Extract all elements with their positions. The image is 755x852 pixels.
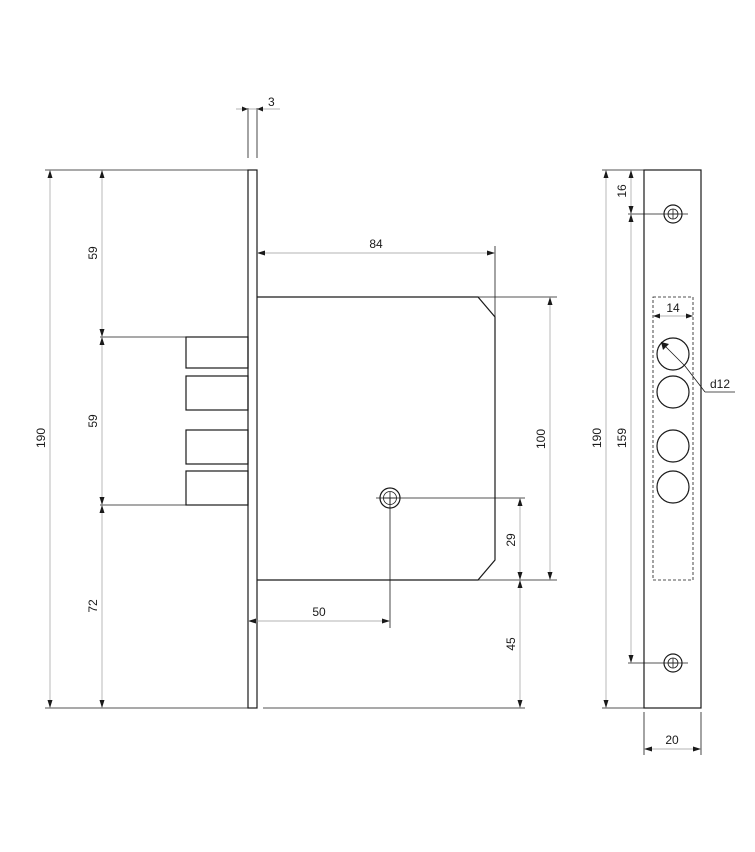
arrow (99, 337, 105, 345)
bolt-hole-4 (656, 470, 690, 504)
dim-20-label: 20 (665, 733, 679, 747)
dim-d12-label: d12 (710, 377, 730, 391)
arrow (628, 214, 634, 222)
arrow (47, 170, 53, 178)
arrow (628, 655, 634, 663)
arrow (99, 497, 105, 505)
arrow (99, 505, 105, 513)
faceplate-front (643, 169, 702, 709)
bolt-hole-2 (656, 375, 690, 409)
arrow (99, 170, 105, 178)
arrow (487, 250, 495, 256)
lock-case (257, 296, 496, 581)
arrow (99, 329, 105, 337)
arrow (517, 580, 523, 588)
arrow (382, 618, 390, 624)
arrow (257, 106, 263, 112)
dim-50-label: 50 (312, 605, 326, 619)
front-view: 14 d12 190 16 159 20 (590, 169, 735, 755)
arrow (99, 700, 105, 708)
dim-29-label: 29 (504, 533, 518, 547)
arrow (47, 700, 53, 708)
arrow (547, 297, 553, 305)
dim-72-label: 72 (86, 599, 100, 613)
dim-190-label: 190 (34, 428, 48, 448)
dim-59-mid-label: 59 (86, 414, 100, 428)
arrow (628, 206, 634, 214)
bolt-1 (185, 336, 249, 369)
dim-45-label: 45 (504, 637, 518, 651)
arrow (547, 572, 553, 580)
bolt-hole-3 (656, 429, 690, 463)
side-view: 3 190 59 59 72 84 100 (34, 95, 557, 709)
d12-leader (684, 365, 706, 393)
dim-100-label: 100 (534, 429, 548, 449)
arrow (517, 700, 523, 708)
arrow (661, 342, 669, 350)
dim-84-label: 84 (369, 237, 383, 251)
arrow (242, 106, 248, 112)
bolt-2 (185, 375, 249, 411)
bolt-hole-1 (656, 337, 690, 371)
arrow (653, 313, 660, 319)
arrow (517, 498, 523, 506)
dim-16-label: 16 (615, 184, 629, 198)
arrow (517, 572, 523, 580)
arrow (248, 618, 256, 624)
dim-14-label: 14 (666, 301, 680, 315)
dim-front-190-label: 190 (590, 428, 604, 448)
dim-3-label: 3 (268, 95, 275, 109)
arrow (686, 313, 693, 319)
arrow (603, 700, 609, 708)
bolt-3 (185, 429, 249, 465)
arrow (628, 170, 634, 178)
faceplate-side (247, 169, 258, 709)
arrow (644, 746, 652, 752)
arrow (603, 170, 609, 178)
dim-159-label: 159 (615, 428, 629, 448)
arrow (693, 746, 701, 752)
arrow (257, 250, 265, 256)
bolt-zone (652, 296, 694, 581)
dim-59-top-label: 59 (86, 246, 100, 260)
bolt-4 (185, 470, 249, 506)
